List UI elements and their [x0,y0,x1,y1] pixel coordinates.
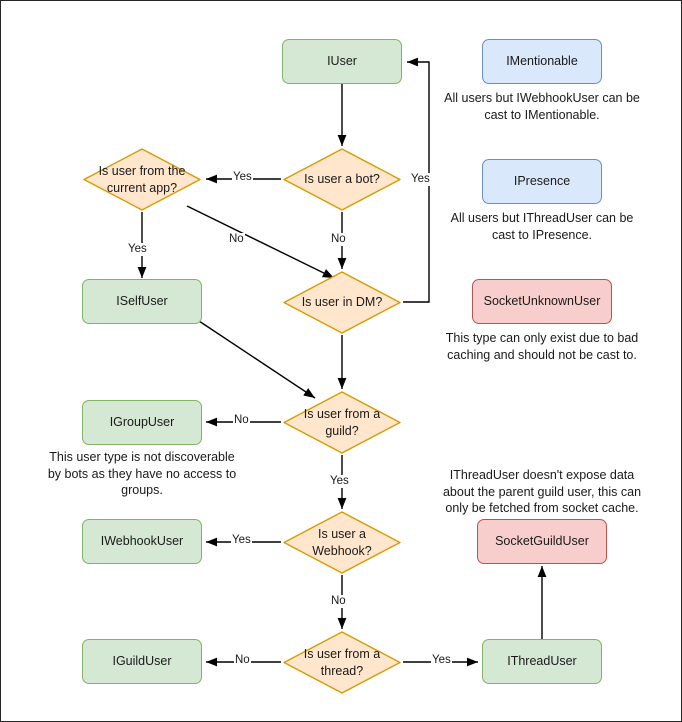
edge-label-webhook-yes: Yes [231,534,252,547]
is-webhook-diamond-shape [283,511,401,574]
node-is-webhook-label: Is user a Webhook? [312,527,372,558]
edge-label-currentapp-yes: Yes [127,243,148,256]
node-is-guild[interactable]: Is user from a guild? [282,390,402,455]
is-current-app-diamond-shape [83,148,201,211]
node-socketunknownuser-label: SocketUnknownUser [483,293,601,308]
node-is-guild-label: Is user from a guild? [303,407,381,438]
node-is-current-app-label: Is user from the current app? [98,164,186,195]
node-iuser[interactable]: IUser [282,39,402,84]
node-imentionable-label: IMentionable [506,53,578,68]
node-iselfuser-label: ISelfUser [116,293,168,308]
node-socketguilduser[interactable]: SocketGuildUser [477,519,607,564]
edge-label-thread-no: No [234,654,251,667]
node-is-thread-label: Is user from a thread? [303,647,381,678]
note-imentionable: All users but IWebhookUser can be cast t… [444,91,640,122]
node-iuser-label: IUser [327,53,357,68]
is-guild-diamond-shape [283,391,401,454]
note-igroupuser: This user type is not discoverable by bo… [47,450,237,498]
node-is-thread[interactable]: Is user from a thread? [282,630,402,695]
note-ipresence: All users but IThreadUser can be cast to… [450,211,634,242]
node-ithreaduser-label: IThreadUser [507,653,577,668]
node-is-dm[interactable]: Is user in DM? [282,270,402,335]
edge-label-currentapp-no: No [228,233,245,246]
is-thread-diamond-shape [283,631,401,694]
node-ipresence-label: IPresence [513,173,571,188]
node-imentionable[interactable]: IMentionable [482,39,602,84]
node-iselfuser[interactable]: ISelfUser [82,279,202,324]
node-is-dm-label: Is user in DM? [301,295,383,310]
node-is-webhook[interactable]: Is user a Webhook? [282,510,402,575]
node-igroupuser[interactable]: IGroupUser [82,400,202,445]
node-ipresence[interactable]: IPresence [482,159,602,204]
node-igroupuser-label: IGroupUser [109,414,175,429]
edge-label-guild-yes: Yes [329,475,350,488]
node-socketguilduser-label: SocketGuildUser [495,533,589,548]
edge-label-dm-yes: Yes [410,173,431,186]
node-iguilduser[interactable]: IGuildUser [82,639,202,684]
is-bot-diamond-shape [283,148,401,211]
note-socketunknownuser: This type can only exist due to bad cach… [445,331,639,362]
node-is-bot[interactable]: Is user a bot? [282,147,402,212]
edge-label-bot-no: No [330,233,347,246]
node-is-bot-label: Is user a bot? [304,172,380,187]
node-iwebhookuser-label: IWebhookUser [100,533,184,548]
edge-label-guild-no: No [233,414,250,427]
node-iguilduser-label: IGuildUser [112,653,172,668]
edge-currentapp-no-to-isdm [186,205,335,279]
edge-label-bot-yes: Yes [232,171,253,184]
edge-label-webhook-no: No [330,595,347,608]
edge-label-thread-yes: Yes [431,654,452,667]
is-dm-diamond-shape [283,271,401,334]
node-iwebhookuser[interactable]: IWebhookUser [82,519,202,564]
node-socketunknownuser[interactable]: SocketUnknownUser [472,279,612,324]
note-socketguilduser: IThreadUser doesn't expose data about th… [442,468,642,516]
node-is-current-app[interactable]: Is user from the current app? [82,147,202,212]
node-ithreaduser[interactable]: IThreadUser [482,639,602,684]
